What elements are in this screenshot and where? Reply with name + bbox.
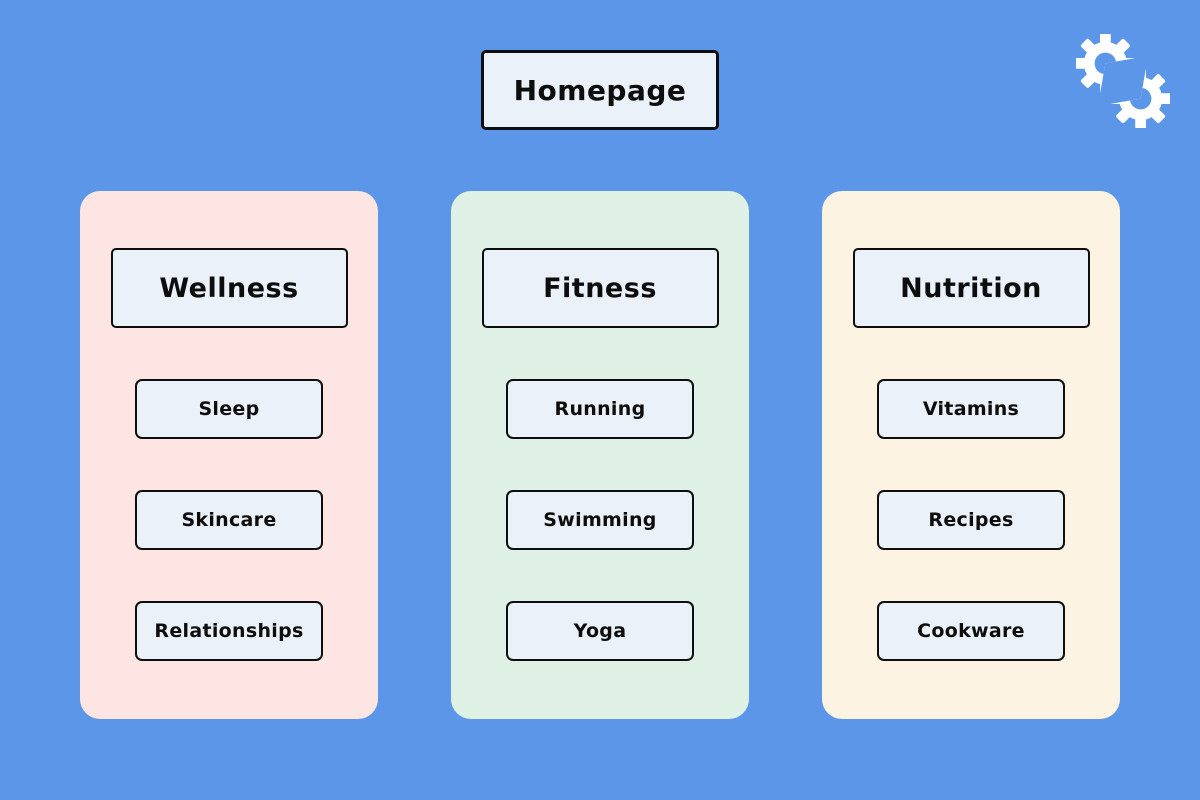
page-node-label: Vitamins — [922, 398, 1020, 420]
category-node-label: Fitness — [543, 272, 657, 304]
page-node: Vitamins — [877, 379, 1065, 439]
category-node-fitness: Fitness — [481, 248, 719, 328]
page-node: Relationships — [135, 601, 323, 661]
category-node-nutrition: Nutrition — [852, 248, 1090, 328]
page-node-label: Yoga — [573, 620, 627, 642]
sitemap-columns: Wellness Sleep Skincare Relationships Fi… — [80, 191, 1120, 719]
category-card-fitness: Fitness Running Swimming Yoga — [451, 191, 749, 719]
homepage-node-label: Homepage — [513, 73, 687, 107]
page-node-label: Recipes — [928, 509, 1014, 531]
category-node-label: Nutrition — [900, 272, 1042, 304]
homepage-node: Homepage — [481, 50, 719, 130]
category-node-wellness: Wellness — [110, 248, 348, 328]
page-node-label: Cookware — [917, 620, 1025, 642]
page-node: Recipes — [877, 490, 1065, 550]
page-node-label: Skincare — [181, 509, 277, 531]
category-card-nutrition: Nutrition Vitamins Recipes Cookware — [822, 191, 1120, 719]
page-node-label: Relationships — [154, 620, 304, 642]
page-node: Running — [506, 379, 694, 439]
page-node: Skincare — [135, 490, 323, 550]
category-card-wellness: Wellness Sleep Skincare Relationships — [80, 191, 378, 719]
page-node-label: Swimming — [543, 509, 657, 531]
gears-logo-icon — [1076, 34, 1170, 128]
page-node: Sleep — [135, 379, 323, 439]
page-node: Swimming — [506, 490, 694, 550]
page-node-label: Sleep — [198, 398, 260, 420]
page-node-label: Running — [554, 398, 646, 420]
category-node-label: Wellness — [159, 272, 299, 304]
page-node: Cookware — [877, 601, 1065, 661]
page-node: Yoga — [506, 601, 694, 661]
